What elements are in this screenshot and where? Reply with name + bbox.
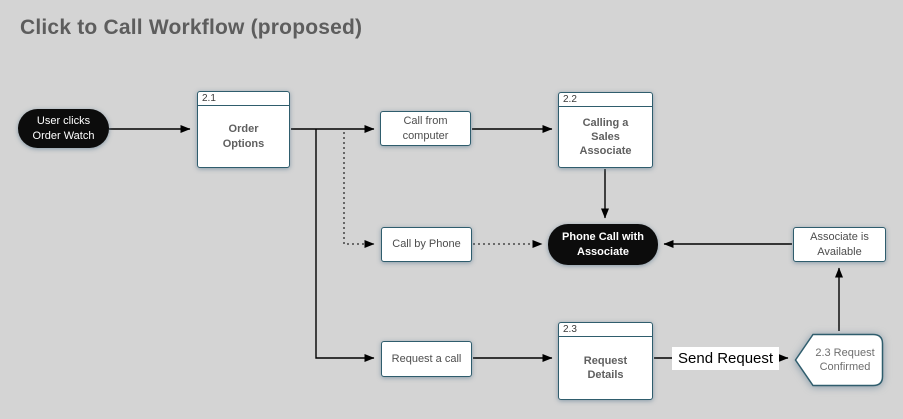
- node-associate-is-available-label: Associate is Available: [810, 231, 869, 258]
- edge-label-send-request: Send Request: [672, 347, 780, 370]
- node-request-a-call-label: Request a call: [391, 352, 462, 365]
- node-order-options-label: Order Options: [222, 123, 265, 150]
- node-order-options-id: 2.1: [198, 92, 289, 106]
- node-request-details: 2.3 Request Details: [558, 322, 653, 400]
- node-call-by-phone: Call by Phone: [381, 227, 472, 262]
- node-calling-sales-associate: 2.2 Calling a Sales Associate: [558, 92, 653, 168]
- edge-order-options-to-request-a-call: [315, 129, 375, 362]
- node-calling-sales-associate-id: 2.2: [559, 93, 652, 107]
- edge-order-options-to-call-by-phone-dotted: [343, 132, 375, 248]
- pentagon-shape: [794, 333, 884, 387]
- node-request-details-label: Request Details: [583, 354, 628, 381]
- node-request-a-call: Request a call: [381, 341, 472, 377]
- node-request-details-id: 2.3: [559, 323, 652, 337]
- node-user-clicks-order-watch: User clicks Order Watch: [18, 109, 109, 148]
- node-call-from-computer-label: Call from computer: [402, 115, 449, 142]
- page-title: Click to Call Workflow (proposed): [20, 16, 363, 39]
- node-request-confirmed-label: 2.3 Request Confirmed: [815, 346, 875, 373]
- node-phone-call-with-associate-label: Phone Call with Associate: [562, 231, 644, 258]
- node-call-from-computer: Call from computer: [380, 111, 471, 146]
- node-user-clicks-order-watch-label: User clicks Order Watch: [32, 115, 95, 142]
- node-request-confirmed: 2.3 Request Confirmed: [794, 333, 884, 387]
- node-calling-sales-associate-label: Calling a Sales Associate: [579, 116, 632, 158]
- node-call-by-phone-label: Call by Phone: [392, 238, 461, 251]
- node-order-options: 2.1 Order Options: [197, 91, 290, 168]
- node-phone-call-with-associate: Phone Call with Associate: [548, 224, 658, 265]
- node-associate-is-available: Associate is Available: [793, 227, 886, 262]
